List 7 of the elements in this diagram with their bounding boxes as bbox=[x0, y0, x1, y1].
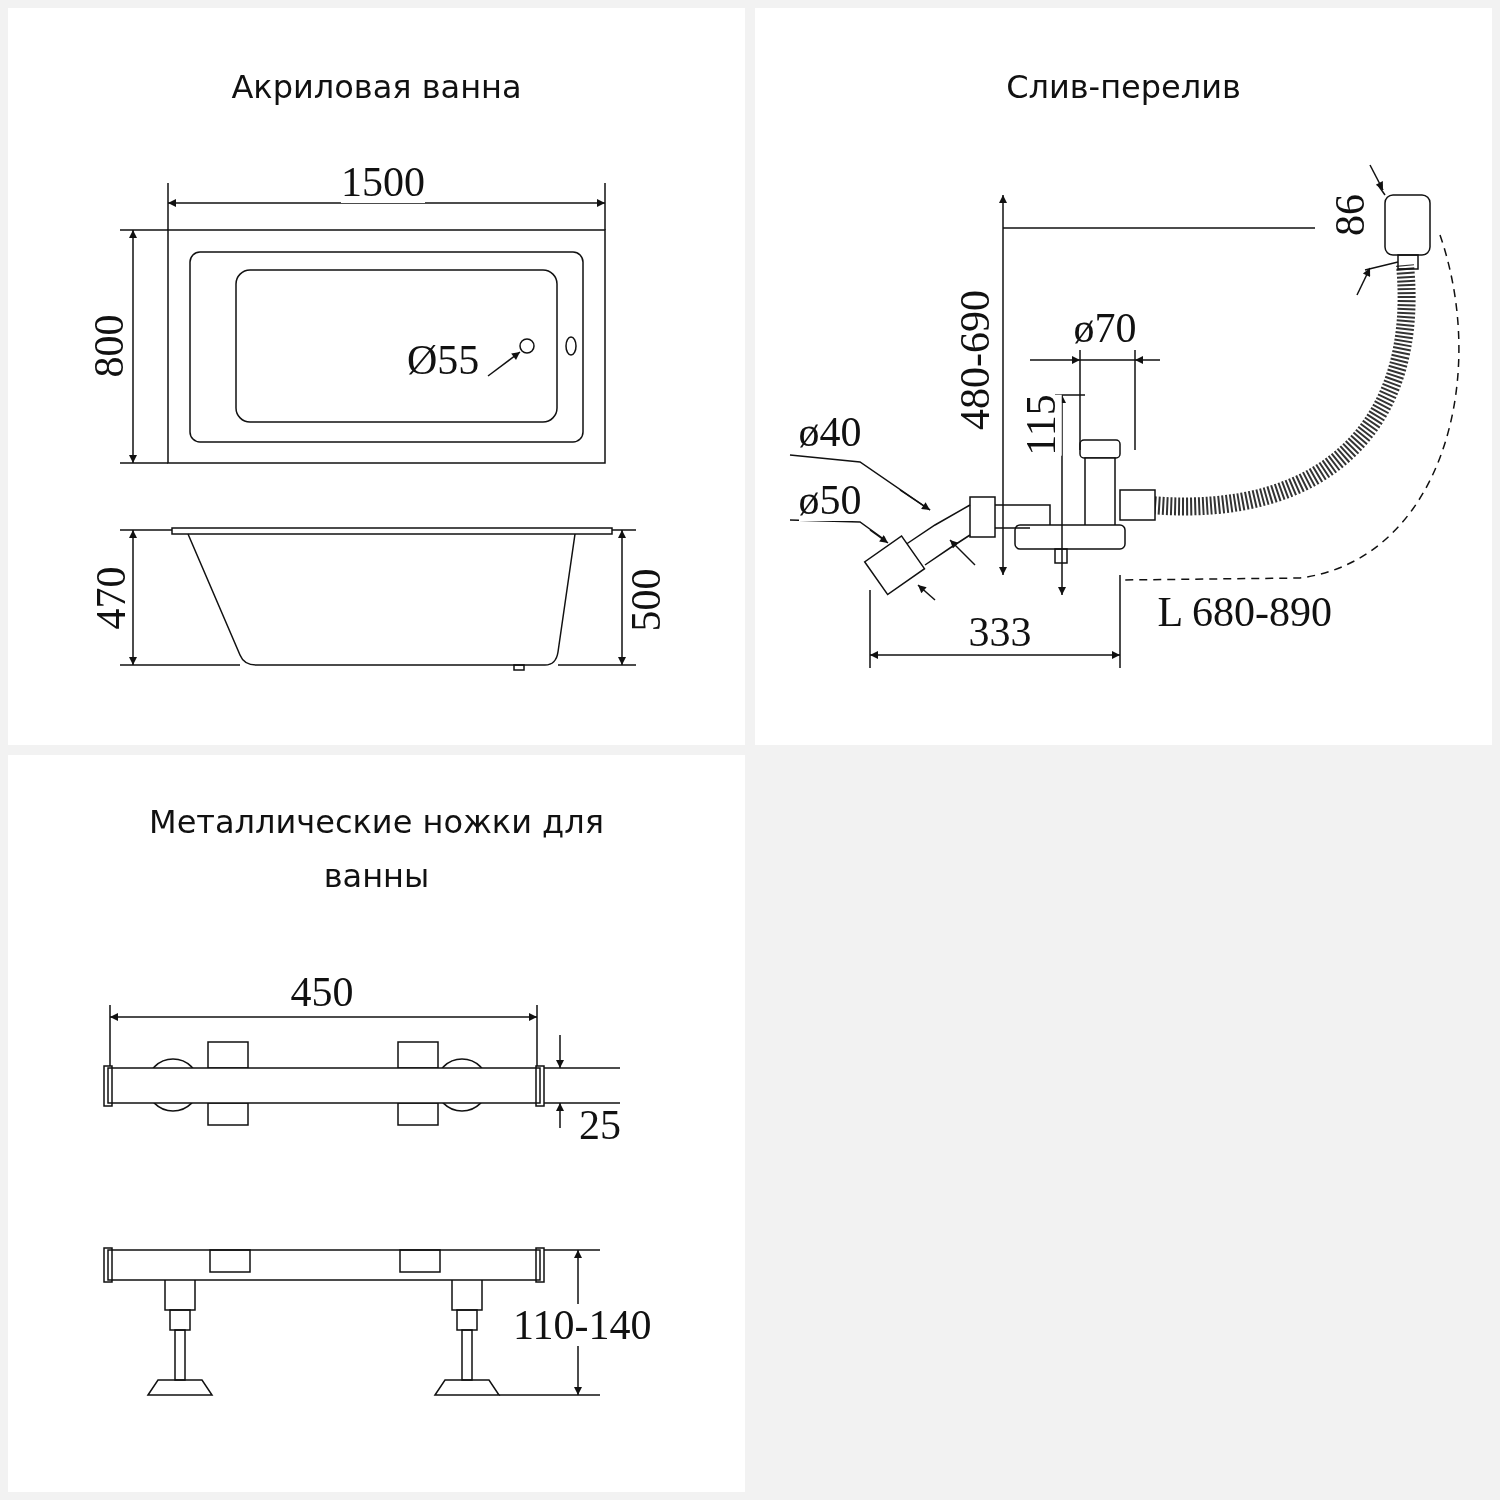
drawing-panel bbox=[755, 8, 1492, 745]
drawing-panel bbox=[8, 8, 745, 745]
panel-heading: Акриловая ванна bbox=[230, 67, 523, 108]
panel-heading: Металлические ножки для ванны bbox=[148, 802, 605, 897]
panel-heading: Слив-перелив bbox=[1005, 67, 1242, 108]
dimension-text: 110-140 bbox=[513, 1304, 652, 1346]
drawing-panel bbox=[8, 755, 745, 1492]
